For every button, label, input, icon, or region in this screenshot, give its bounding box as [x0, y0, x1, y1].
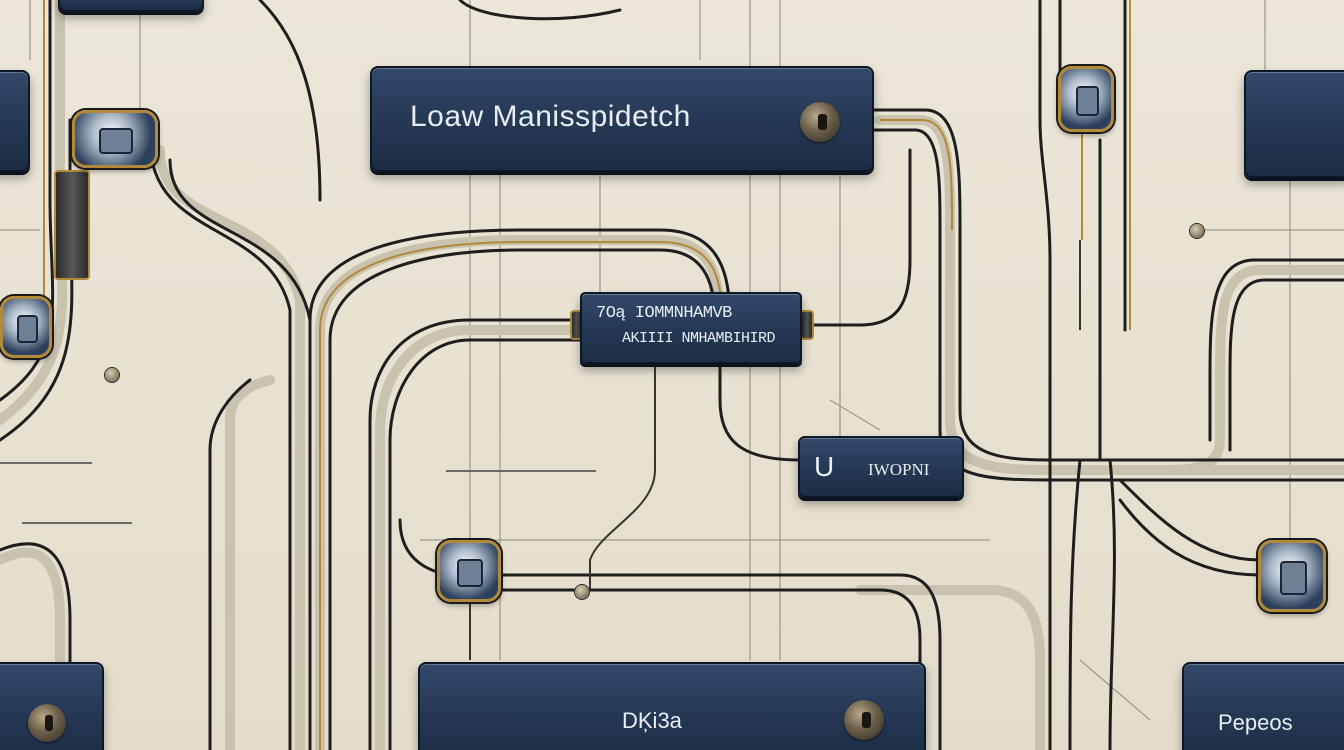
- bottom-right-panel-label: Pepeos: [1218, 710, 1293, 735]
- bottom-right-panel[interactable]: Pepeos: [1182, 662, 1344, 750]
- tick-mark: [0, 462, 92, 464]
- cable-gold-accent: [43, 0, 1131, 750]
- cable-clip-icon: [54, 170, 90, 280]
- padlock-connector-icon[interactable]: [0, 296, 52, 358]
- edge-panel-top-right[interactable]: [1244, 70, 1344, 178]
- main-top-panel[interactable]: Loaw Manisspidetch: [370, 66, 874, 172]
- tick-mark: [446, 470, 596, 472]
- pin-icon: [105, 368, 119, 382]
- bottom-center-panel-label: DĶi3a: [622, 708, 682, 733]
- pin-icon: [575, 585, 589, 599]
- round-knob-icon: [28, 704, 66, 742]
- padlock-connector-icon[interactable]: [437, 540, 501, 602]
- padlock-connector-icon[interactable]: [72, 110, 158, 168]
- round-knob-icon[interactable]: [844, 700, 884, 740]
- edge-panel-bottom-left[interactable]: [0, 662, 104, 750]
- pin-icon: [1190, 224, 1204, 238]
- tick-mark: [22, 522, 132, 524]
- mid-module-line-2: AKIIII NMHAMBIHIRD: [622, 330, 776, 347]
- edge-panel-top-strip[interactable]: [58, 0, 204, 12]
- edge-panel-top-left[interactable]: [0, 70, 30, 172]
- round-knob-icon[interactable]: [800, 102, 840, 142]
- mid-right-switch-letter: U: [814, 451, 835, 482]
- mid-module-panel[interactable]: 7Oą IOMMNHAMVB AKIIII NMHAMBIHIRD: [580, 292, 802, 364]
- bottom-center-panel[interactable]: DĶi3a: [418, 662, 926, 750]
- mid-right-switch-label: IWOPNI: [868, 460, 930, 479]
- main-top-panel-label: Loaw Manisspidetch: [410, 100, 691, 133]
- thin-wires: [469, 240, 1081, 660]
- padlock-connector-icon[interactable]: [1058, 66, 1114, 132]
- mid-module-line-1: 7Oą IOMMNHAMVB: [596, 304, 732, 323]
- cable-clip-icon: [800, 310, 814, 340]
- mid-right-switch-panel[interactable]: U IWOPNI: [798, 436, 964, 498]
- padlock-connector-icon[interactable]: [1258, 540, 1326, 612]
